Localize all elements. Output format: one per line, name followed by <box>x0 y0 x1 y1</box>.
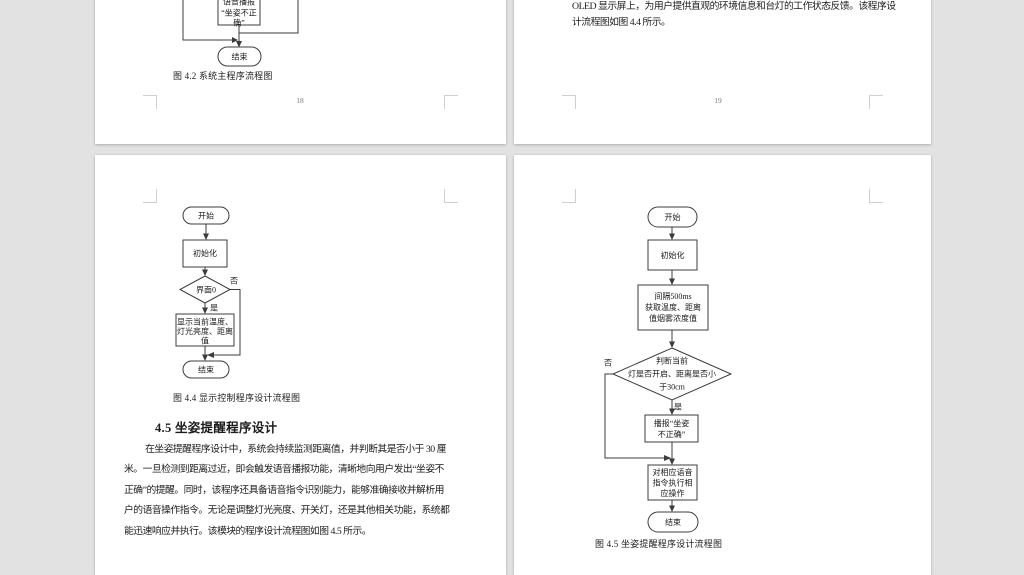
node-decision-line: 于30cm <box>659 383 686 392</box>
flow-merge-line-right <box>239 0 299 34</box>
arrowhead <box>669 458 675 465</box>
node-speak-line: 语音播报 <box>223 0 255 7</box>
node-decision-label: 界面0 <box>196 286 216 295</box>
node-action-line: 指令执行相 <box>653 478 693 488</box>
node-speak-line: 播报“坐姿 <box>654 418 690 428</box>
node-speak-line: “坐姿不正 <box>221 8 257 18</box>
flowchart-4-2-fragment: 语音播报 “坐姿不正 确” 结束 <box>182 0 299 67</box>
node-decision-line: 判断当前 <box>656 356 688 366</box>
flow-no-branch <box>604 373 664 459</box>
node-interval-line: 间隔500ms <box>654 292 691 301</box>
page-20[interactable] <box>95 155 506 575</box>
arrowhead <box>236 41 242 48</box>
body-text-line: 在坐姿提醒程序设计中，系统会持续监测距离值，并判断其是否小于 30 厘 <box>145 444 446 455</box>
node-init-label: 初始化 <box>193 248 217 258</box>
arrowhead <box>203 233 209 240</box>
margin-mark-icon <box>562 95 576 109</box>
arrowhead <box>232 37 238 43</box>
arrowhead <box>202 354 208 361</box>
figure-caption-4-2: 图 4.2 系统主程序流程图 <box>173 71 273 81</box>
body-text-line: 计流程图如图 4.4 所示。 <box>572 17 671 28</box>
margin-mark-icon <box>444 95 458 109</box>
page-21[interactable] <box>514 155 931 575</box>
node-interval-line: 获取温度、距离 <box>645 302 701 312</box>
arrowhead <box>669 278 675 285</box>
node-start-label: 开始 <box>198 211 214 221</box>
page-18[interactable] <box>95 0 506 144</box>
arrowhead <box>207 352 214 358</box>
node-end-label: 结束 <box>198 365 214 375</box>
body-text-page-19: OLED 显示屏上，为用户提供直观的环境信息和台灯的工作状态反馈。该程序设 计流… <box>572 0 896 31</box>
node-start-label: 开始 <box>665 212 681 222</box>
body-text-line: OLED 显示屏上，为用户提供直观的环境信息和台灯的工作状态反馈。该程序设 <box>572 1 896 12</box>
body-text-line: 户的语音操作指令。无论是调整灯光亮度、开关灯，还是其他相关功能，系统都 <box>124 505 450 517</box>
branch-yes-label: 是 <box>674 403 682 412</box>
body-text-line: 能迅速响应并执行。该模块的程序设计流程图如图 4.5 所示。 <box>124 525 372 537</box>
node-speak-line: 确” <box>233 18 245 28</box>
node-speak-line: 不正确” <box>658 429 686 439</box>
node-interval-line: 值烟雾浓度值 <box>649 313 697 323</box>
flowchart-4-5: 开始 初始化 间隔500ms 获取温度、距离 值烟雾浓度值 判断当前 灯是否开启… <box>604 206 733 533</box>
arrowhead <box>202 269 208 276</box>
branch-no-label: 否 <box>604 359 612 368</box>
margin-mark-icon <box>562 189 576 203</box>
node-end-terminal <box>217 46 262 67</box>
node-end-label: 结束 <box>232 52 248 62</box>
page-number-19: 19 <box>714 96 722 105</box>
flow-no-branch <box>208 289 241 356</box>
node-display-line: 值 <box>201 336 209 346</box>
node-init-label: 初始化 <box>661 250 685 260</box>
section-heading-4-5: 4.5 坐姿提醒程序设计 <box>155 421 278 435</box>
page-number-18: 18 <box>296 96 304 105</box>
branch-yes-label: 是 <box>210 304 218 313</box>
flow-merge-line-left <box>182 0 232 41</box>
node-interval-box <box>637 284 709 331</box>
figure-caption-4-4: 图 4.4 显示控制程序设计流程图 <box>173 393 301 403</box>
arrowhead <box>669 505 675 512</box>
margin-mark-icon <box>869 95 883 109</box>
body-text-line: 米。一旦检测到距离过近，即会触发语音播报功能，清晰地向用户发出“坐姿不 <box>124 464 444 476</box>
arrowhead <box>202 307 208 314</box>
node-action-line: 对相应语音 <box>653 467 693 477</box>
arrowhead <box>669 233 675 240</box>
arrowhead <box>669 408 675 415</box>
margin-mark-icon <box>143 95 157 109</box>
node-display-line: 灯光亮度、距离 <box>177 326 233 336</box>
figure-caption-4-5: 图 4.5 坐姿提醒程序设计流程图 <box>595 539 723 549</box>
flowchart-4-4: 开始 初始化 界面0 否 是 显示当前温度、 灯光亮度、距离 值 结束 <box>175 206 241 379</box>
node-end-terminal <box>647 511 699 533</box>
arrowhead <box>664 455 671 461</box>
body-text-line: 正确”的提醒。同时，该程序还具备语音指令识别能力，能够准确接收并解析用 <box>124 484 444 496</box>
node-decision-line: 灯是否开启、距离是否小 <box>628 369 716 379</box>
page-19[interactable] <box>514 0 931 144</box>
branch-no-label: 否 <box>230 277 238 286</box>
arrowhead <box>669 341 675 348</box>
node-display-line: 显示当前温度、 <box>177 317 233 327</box>
node-end-terminal <box>182 360 230 379</box>
node-end-label: 结束 <box>665 517 681 527</box>
margin-mark-icon <box>444 189 458 203</box>
node-action-line: 应操作 <box>661 488 685 498</box>
body-text-section-4-5: 在坐姿提醒程序设计中，系统会持续监测距离值，并判断其是否小于 30 厘 米。一旦… <box>124 440 450 542</box>
margin-mark-icon <box>869 189 883 203</box>
margin-mark-icon <box>143 189 157 203</box>
